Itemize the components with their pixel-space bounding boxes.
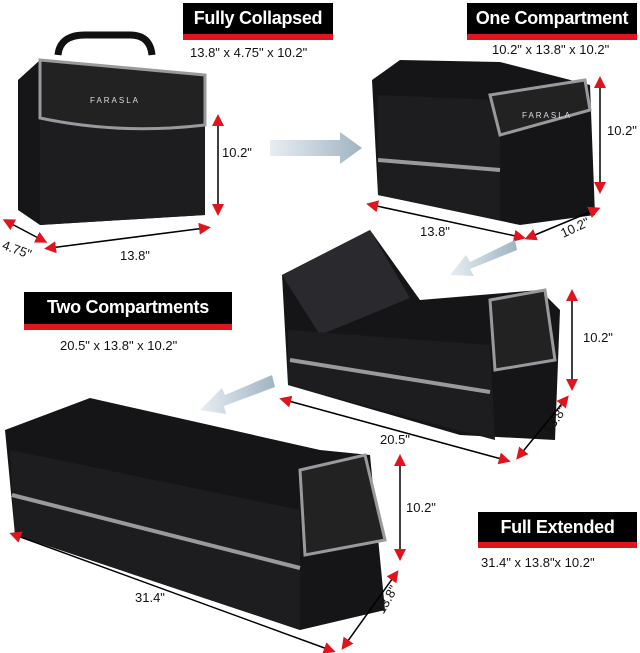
stage-title-full-extended: Full Extended: [478, 512, 637, 548]
stage-dimensions: 13.8" x 4.75" x 10.2": [190, 45, 308, 60]
stage-title-two-compartments: Two Compartments: [24, 292, 232, 330]
stage-dimensions: 20.5" x 13.8" x 10.2": [60, 338, 178, 353]
depth-arrow: [524, 206, 601, 241]
height-label: 10.2": [607, 123, 637, 138]
width-label: 13.8": [420, 224, 450, 239]
collapsed-bag-image: FARASLA: [18, 31, 207, 225]
two-compartments-bag-image: [282, 230, 560, 440]
full-extended-bag-image: [5, 398, 387, 630]
stage-dimensions: 10.2" x 13.8" x 10.2": [492, 42, 610, 57]
transition-arrow: [200, 375, 275, 414]
stage-title-fully-collapsed: Fully Collapsed: [183, 3, 333, 40]
depth-arrow: [341, 570, 399, 650]
width-label: 31.4": [135, 590, 165, 605]
width-arrow: [366, 200, 526, 242]
one-compartment-bag-image: FARASLA: [372, 60, 595, 225]
brand-logo: FARASLA: [90, 96, 140, 105]
stage-title-one-compartment: One Compartment: [467, 3, 637, 40]
height-label: 10.2": [583, 330, 613, 345]
width-label: 20.5": [380, 432, 410, 447]
width-arrow: [279, 395, 511, 465]
stage-dimensions: 31.4" x 13.8"x 10.2": [481, 555, 595, 570]
width-arrow: [44, 222, 211, 254]
transition-arrow: [270, 132, 362, 164]
transition-arrow: [450, 240, 517, 276]
svg-text:FARASLA: FARASLA: [522, 111, 572, 120]
width-label: 13.8": [120, 248, 150, 263]
depth-arrow: [516, 395, 569, 460]
width-arrow: [9, 531, 336, 653]
height-label: 10.2": [222, 145, 252, 160]
height-label: 10.2": [406, 500, 436, 515]
depth-arrow: [2, 219, 48, 243]
